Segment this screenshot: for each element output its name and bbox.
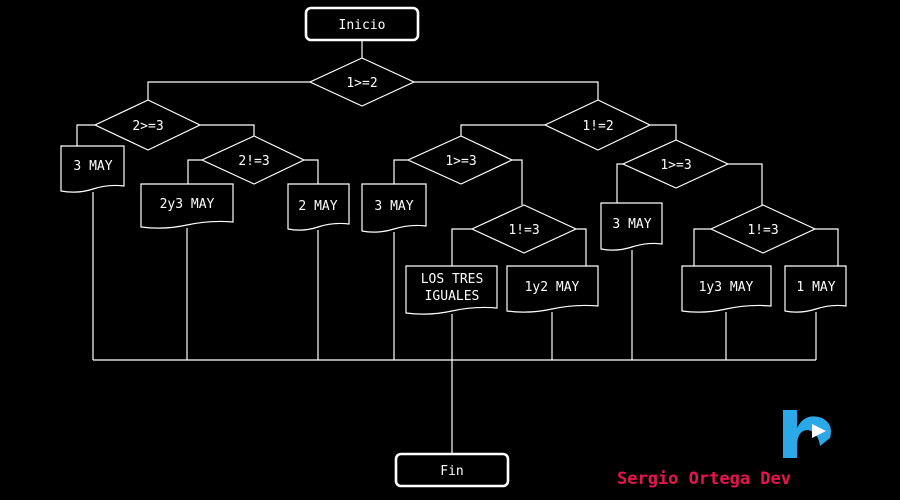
decision-label: 2>=3 (132, 119, 163, 134)
output-1: 3 MAY (60, 145, 125, 193)
output-label-line1: LOS TRES (421, 272, 484, 287)
decision-2: 2>=3 (93, 99, 202, 151)
output-3: 2 MAY (287, 183, 350, 231)
output-4: 3 MAY (361, 183, 427, 233)
output-label: 1y3 MAY (699, 280, 754, 295)
output-label: 1y2 MAY (525, 280, 580, 295)
output-5: LOS TRES IGUALES (405, 265, 498, 315)
decision-label: 2!=3 (238, 154, 269, 169)
output-label: 3 MAY (73, 159, 112, 174)
output-label-line2: IGUALES (425, 289, 480, 304)
connectors (76, 40, 839, 454)
decision-label: 1!=3 (508, 223, 539, 238)
end-label: Fin (440, 464, 463, 479)
decision-label: 1!=3 (747, 223, 778, 238)
output-8: 1y3 MAY (681, 265, 772, 313)
decision-label: 1>=3 (445, 154, 476, 169)
decision-8: 1!=3 (709, 204, 817, 254)
output-7: 3 MAY (600, 202, 663, 251)
output-label: 3 MAY (612, 217, 651, 232)
decision-label: 1!=2 (582, 119, 613, 134)
decision-5: 1>=3 (406, 135, 514, 185)
output-9: 1 MAY (784, 265, 847, 313)
decision-label: 1>=2 (346, 76, 377, 91)
decision-4: 1!=2 (543, 99, 652, 151)
output-label: 1 MAY (796, 280, 835, 295)
output-label: 2y3 MAY (160, 197, 215, 212)
decision-3: 2!=3 (200, 135, 306, 185)
decision-1: 1>=2 (308, 57, 416, 107)
brand-logo-icon (783, 410, 831, 458)
output-6: 1y2 MAY (506, 265, 599, 313)
output-label: 2 MAY (298, 199, 337, 214)
output-2: 2y3 MAY (140, 183, 234, 229)
start-label: Inicio (339, 18, 386, 33)
decision-label: 1>=3 (660, 158, 691, 173)
end-terminal: Fin (394, 452, 510, 488)
brand-name: Sergio Ortega Dev (617, 469, 791, 489)
decision-7: 1>=3 (621, 139, 730, 189)
decision-6: 1!=3 (470, 204, 578, 254)
output-label: 3 MAY (374, 199, 413, 214)
start-terminal: Inicio (304, 6, 420, 42)
